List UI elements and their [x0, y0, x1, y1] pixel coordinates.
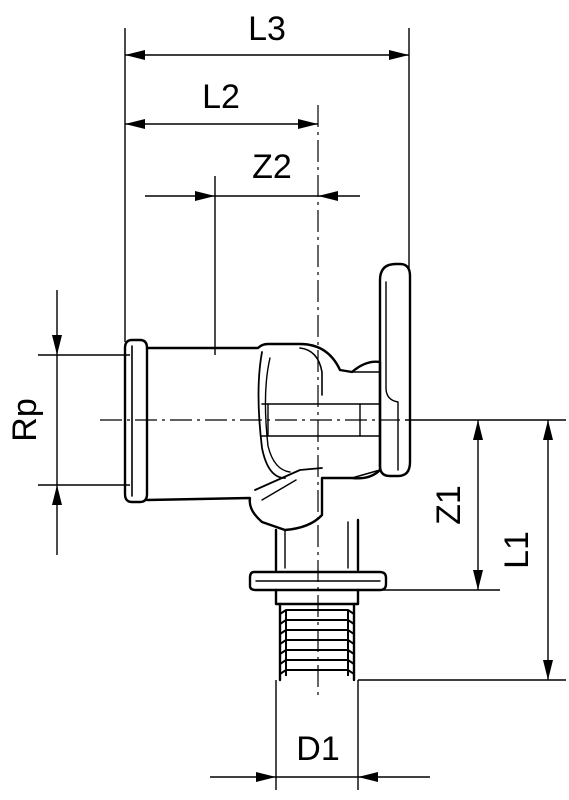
label-z1: Z1 — [430, 485, 468, 525]
socket-body — [145, 342, 382, 532]
socket-end — [123, 338, 149, 504]
label-z2: Z2 — [252, 148, 292, 186]
label-l2: L2 — [202, 78, 240, 116]
fitting-body — [123, 262, 412, 682]
label-d1: D1 — [296, 730, 339, 768]
pipe-ribs — [279, 609, 355, 676]
label-rp: Rp — [6, 398, 44, 441]
label-l3: L3 — [248, 10, 286, 48]
extension-lines — [38, 28, 566, 790]
dimension-lines — [52, 50, 553, 782]
outlet-neck — [274, 518, 360, 572]
press-ring — [248, 570, 388, 592]
center-lines — [100, 105, 400, 700]
press-sleeve — [274, 588, 360, 606]
ribbed-pipe — [278, 602, 356, 682]
label-l1: L1 — [498, 531, 536, 569]
mounting-flange — [378, 262, 412, 478]
